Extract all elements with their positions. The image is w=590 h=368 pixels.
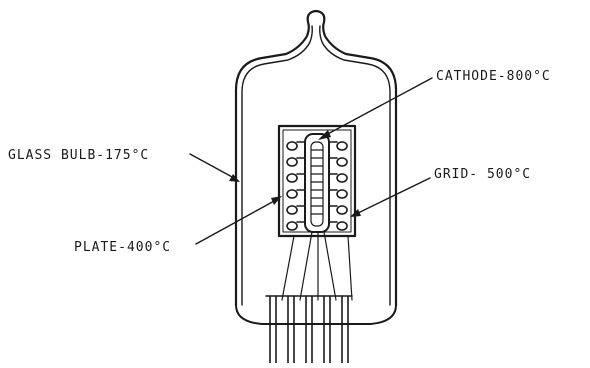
glass-bulb-label: GLASS BULB-175°C: [8, 148, 149, 163]
cathode-inner: [310, 141, 324, 227]
plate-inner-edge: [282, 129, 352, 233]
plate-electrode: [277, 124, 357, 238]
leader-plate: [195, 196, 282, 245]
leader-grid: [350, 177, 431, 217]
heater-coil: [310, 149, 324, 215]
cathode-label: CATHODE-800°C: [436, 69, 551, 84]
glass-bulb-outer: [234, 9, 398, 307]
bulb-base: [235, 304, 397, 325]
grid-right-coils: [329, 141, 348, 231]
glass-bulb-inner: [241, 25, 391, 306]
grid-label: GRID- 500°C: [434, 167, 531, 182]
leader-cathode: [318, 77, 433, 140]
base-pins: [265, 295, 353, 364]
cathode-sleeve: [304, 133, 330, 233]
grid-left-coils: [286, 141, 305, 231]
plate-label: PLATE-400°C: [74, 240, 171, 255]
lead-wires: [281, 231, 353, 301]
leader-glass-bulb: [189, 153, 240, 182]
